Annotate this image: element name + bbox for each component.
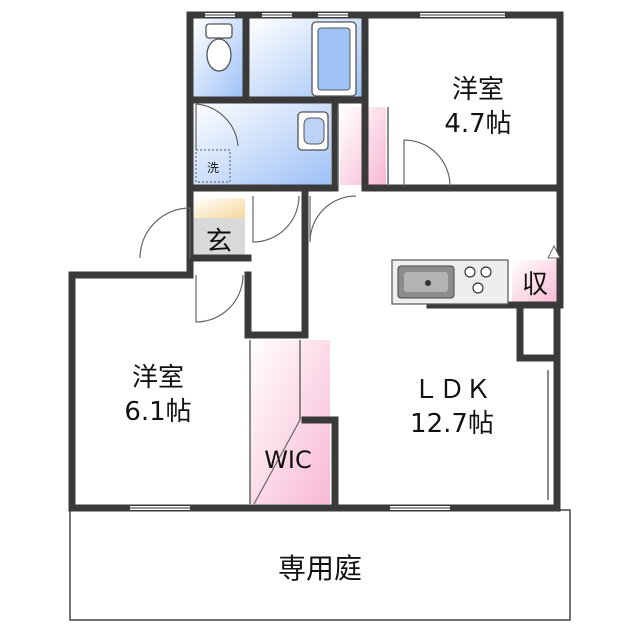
room-name-entrance: 玄 bbox=[206, 227, 232, 257]
room-size-upper: 4.7帖 bbox=[444, 109, 511, 139]
wash-basin-icon bbox=[297, 111, 329, 151]
toilet-icon bbox=[205, 23, 233, 72]
room-name-ldk: ＬＤＫ bbox=[413, 375, 491, 405]
doors bbox=[139, 103, 451, 505]
garden-area bbox=[69, 509, 571, 621]
washer-box bbox=[195, 149, 231, 183]
kitchen-counter-icon bbox=[391, 244, 561, 305]
room-name-storage: 収 bbox=[522, 270, 548, 300]
room-name-upper: 洋室 bbox=[452, 75, 504, 105]
room-name-garden: 専用庭 bbox=[278, 552, 362, 585]
room-name-washer: 洗 bbox=[207, 161, 219, 175]
room-size-ldk: 12.7帖 bbox=[410, 409, 494, 439]
thin-lines bbox=[249, 107, 549, 504]
windows bbox=[130, 13, 505, 510]
room-name-left: 洋室 bbox=[132, 363, 184, 393]
room-name-wic: WIC bbox=[264, 446, 312, 474]
storage-floor bbox=[512, 260, 558, 304]
entrance-step bbox=[193, 198, 245, 218]
entrance-floor bbox=[193, 218, 245, 258]
room-size-left: 6.1帖 bbox=[124, 397, 191, 427]
